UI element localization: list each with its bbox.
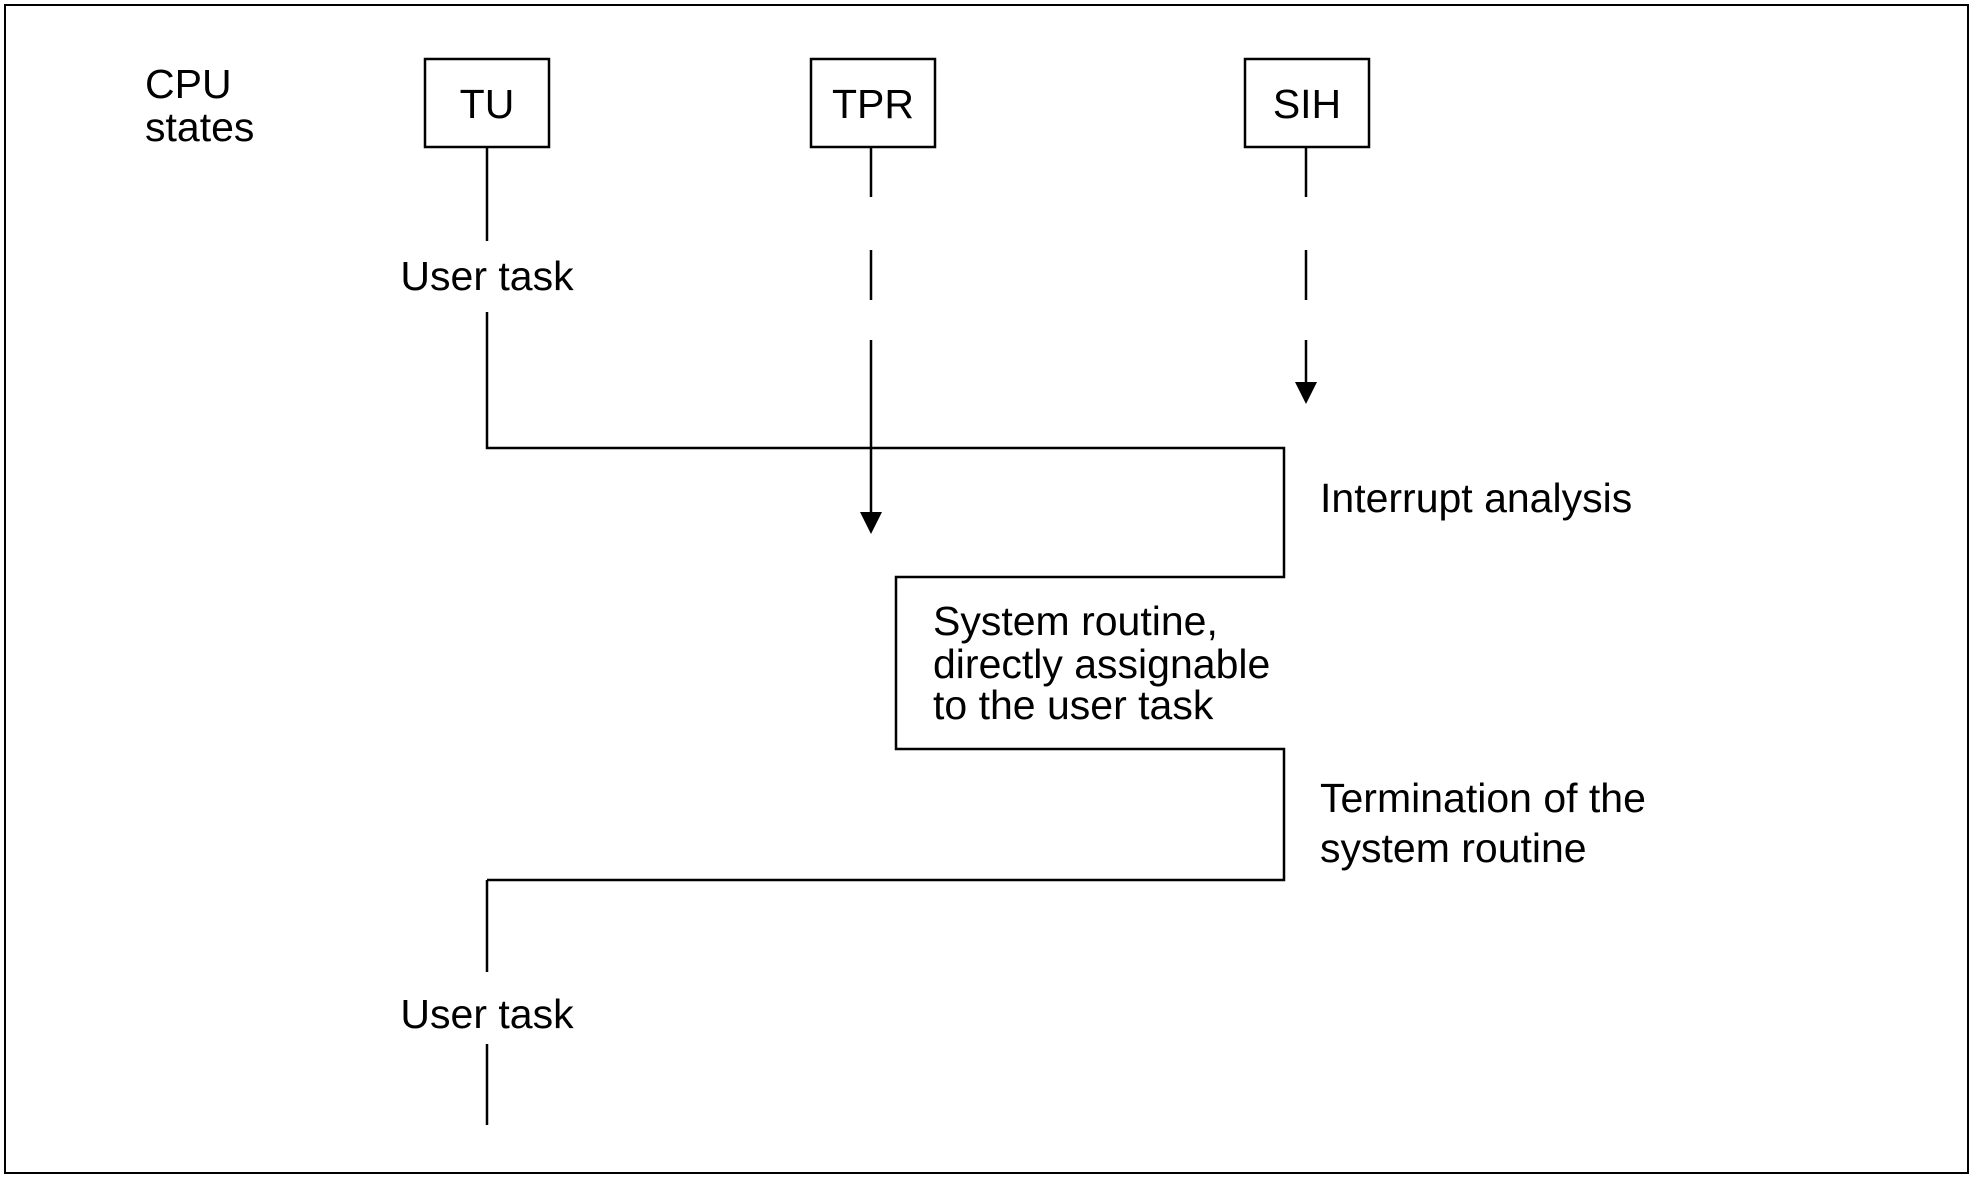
- state-box-sih: SIH: [1243, 57, 1371, 149]
- cpu-states-label: CPU states: [145, 61, 254, 150]
- user-task-label-bottom: User task: [400, 991, 574, 1037]
- interrupt-analysis-label: Interrupt analysis: [1320, 475, 1632, 521]
- state-box-tu: TU: [423, 57, 551, 149]
- process-flow-line: [485, 312, 1286, 882]
- sih-arrowhead: [1295, 382, 1317, 404]
- termination-line-1: Termination of the: [1320, 775, 1646, 821]
- termination-line-2: system routine: [1320, 825, 1587, 871]
- system-routine-line-1: System routine,: [933, 598, 1218, 644]
- state-label-tpr: TPR: [832, 81, 914, 127]
- termination-label: Termination of the system routine: [1320, 775, 1657, 871]
- tpr-arrowhead: [860, 512, 882, 534]
- cpu-states-line-1: CPU: [145, 61, 232, 107]
- system-routine-line-3: to the user task: [933, 682, 1214, 728]
- cpu-states-line-2: states: [145, 104, 254, 150]
- system-routine-label: System routine, directly assignable to t…: [933, 598, 1282, 728]
- user-task-label-top: User task: [400, 253, 574, 299]
- system-routine-line-2: directly assignable: [933, 641, 1270, 687]
- state-box-tpr: TPR: [809, 57, 937, 149]
- diagram-frame: [4, 4, 1969, 1174]
- state-label-tu: TU: [460, 81, 515, 127]
- state-label-sih: SIH: [1273, 81, 1341, 127]
